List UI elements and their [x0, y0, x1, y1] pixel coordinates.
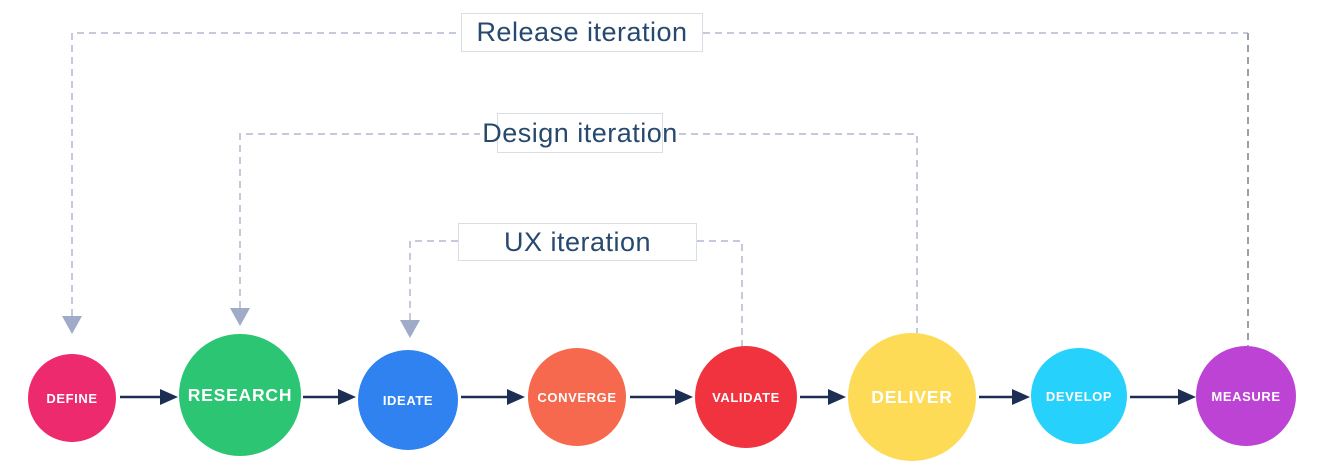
arrow-head-icon [675, 389, 693, 405]
design-iteration-label-box: Design iteration [482, 113, 677, 153]
stage-converge-label: CONVERGE [537, 389, 617, 405]
arrow-head-icon [338, 389, 356, 405]
release-loop-arrowhead-icon [62, 316, 82, 334]
release-loop-left-segment [71, 32, 461, 316]
stage-define-label: DEFINE [46, 390, 98, 406]
arrow-head-icon [507, 389, 525, 405]
arrow-head-icon [828, 389, 846, 405]
design-loop-arrowhead-icon [230, 308, 250, 326]
stage-validate: VALIDATE [695, 346, 797, 448]
flow-arrow-ideate-converge [461, 389, 525, 405]
stage-develop-label: DEVELOP [1045, 388, 1113, 404]
ux-loop-arrowhead-icon [400, 320, 420, 338]
arrow-head-icon [1178, 389, 1196, 405]
design-iteration-label: Design iteration [482, 117, 678, 148]
stage-measure: MEASURE [1196, 346, 1296, 446]
stage-converge: CONVERGE [528, 348, 626, 446]
ux-iteration-label: UX iteration [503, 226, 652, 257]
design-loop-left-segment [239, 133, 480, 308]
ux-loop-right-segment [697, 240, 743, 347]
arrow-head-icon [1012, 389, 1030, 405]
release-iteration-label: Release iteration [476, 17, 688, 47]
flow-arrow-research-ideate [303, 389, 356, 405]
stage-deliver: DELIVER [848, 333, 976, 461]
ux-iteration-label-box: UX iteration [458, 223, 697, 261]
loop-path-design [230, 133, 918, 333]
release-iteration-label-box: Release iteration [461, 13, 703, 52]
stage-develop: DEVELOP [1031, 348, 1127, 444]
flow-arrow-define-research [120, 389, 178, 405]
loop-path-release [62, 32, 1249, 346]
stage-research: RESEARCH [179, 334, 301, 456]
stage-ideate: IDEATE [358, 350, 458, 450]
flow-arrow-validate-deliver [800, 389, 846, 405]
flow-arrow-converge-validate [630, 389, 693, 405]
arrow-head-icon [160, 389, 178, 405]
stage-deliver-label: DELIVER [871, 386, 953, 407]
stage-ideate-label: IDEATE [382, 392, 434, 408]
loop-path-ux [400, 240, 743, 347]
stage-measure-label: MEASURE [1211, 388, 1281, 404]
ux-loop-left-segment [409, 240, 458, 320]
flow-arrow-develop-measure [1130, 389, 1196, 405]
design-loop-right-segment [679, 133, 918, 333]
flow-arrow-deliver-develop [979, 389, 1030, 405]
stage-research-label: RESEARCH [187, 384, 293, 405]
stage-define: DEFINE [28, 354, 116, 442]
stage-validate-label: VALIDATE [712, 389, 780, 405]
